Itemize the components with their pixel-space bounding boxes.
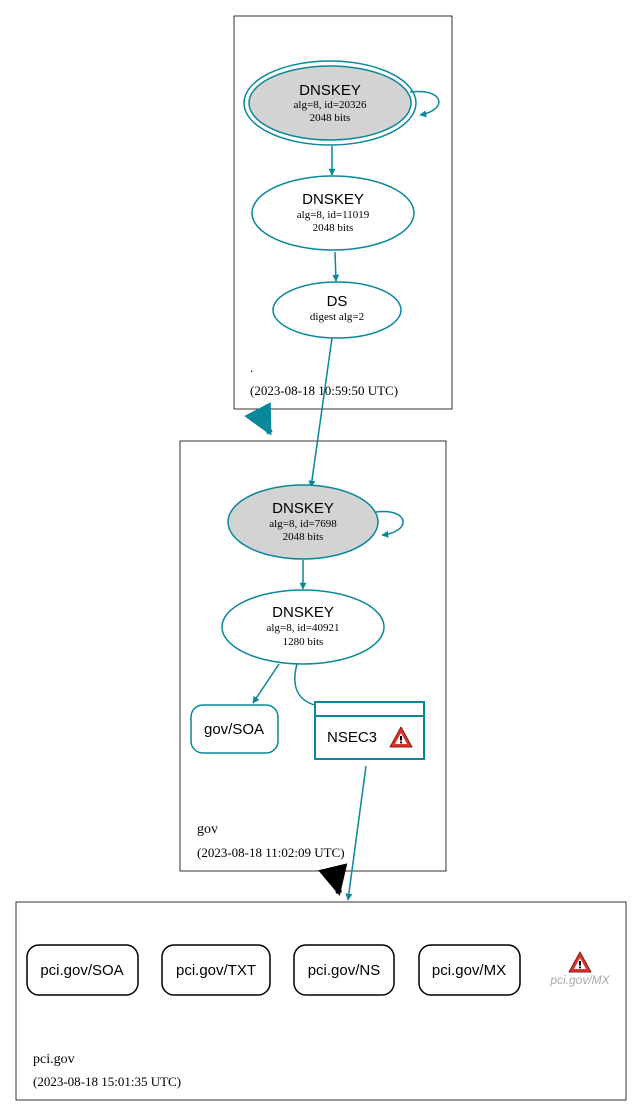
nsec3-node[interactable]: NSEC3 bbox=[314, 701, 425, 760]
root-ksk-title: DNSKEY bbox=[299, 82, 361, 99]
pci-ns-node[interactable]: pci.gov/NS bbox=[293, 944, 395, 996]
zone-pci-gov: pci.gov (2023-08-18 15:01:35 UTC) bbox=[15, 901, 627, 1101]
edge-gov-zsk-to-nsec3 bbox=[294, 663, 327, 711]
root-zsk-title: DNSKEY bbox=[302, 191, 364, 208]
zone-gov-name: gov bbox=[197, 822, 218, 837]
edge-root-ksk-self bbox=[409, 90, 440, 118]
warning-icon bbox=[389, 726, 413, 748]
warning-icon bbox=[568, 951, 592, 973]
gov-ksk-node[interactable]: DNSKEY alg=8, id=7698 2048 bits bbox=[227, 484, 379, 560]
zone-gov-timestamp: (2023-08-18 11:02:09 UTC) bbox=[197, 845, 345, 860]
gov-ds-line1: digest alg=2 bbox=[310, 311, 364, 323]
edge-nsec3-to-pci bbox=[345, 765, 367, 901]
pci-mx-node[interactable]: pci.gov/MX bbox=[418, 944, 521, 996]
gov-ksk-line1: alg=8, id=7698 bbox=[269, 518, 337, 530]
gov-ds-node[interactable]: DS digest alg=2 bbox=[272, 281, 402, 339]
gov-zsk-line1: alg=8, id=40921 bbox=[267, 622, 340, 634]
gov-soa-label: gov/SOA bbox=[204, 721, 264, 738]
gov-ksk-title: DNSKEY bbox=[272, 500, 334, 517]
zone-pci-name: pci.gov bbox=[33, 1052, 75, 1067]
root-ksk-line2: 2048 bits bbox=[310, 112, 351, 124]
zone-root-name: . bbox=[250, 360, 253, 375]
edge-gov-ksk-self bbox=[375, 510, 404, 538]
gov-zsk-node[interactable]: DNSKEY alg=8, id=40921 1280 bits bbox=[221, 589, 385, 665]
edges bbox=[252, 90, 440, 901]
pci-mx-ghost-node[interactable]: pci.gov/MX bbox=[549, 951, 611, 987]
edge-ds-to-gov-ksk bbox=[308, 337, 333, 488]
gov-soa-node[interactable]: gov/SOA bbox=[190, 704, 279, 754]
delegation-gov-to-pci bbox=[318, 863, 348, 896]
root-zsk-line1: alg=8, id=11019 bbox=[297, 209, 370, 221]
edge-root-zsk-to-ds bbox=[332, 251, 340, 282]
pci-txt-node[interactable]: pci.gov/TXT bbox=[161, 944, 271, 996]
gov-ksk-line2: 2048 bits bbox=[283, 531, 324, 543]
pci-ns-label: pci.gov/NS bbox=[308, 962, 381, 979]
pci-soa-node[interactable]: pci.gov/SOA bbox=[26, 944, 139, 996]
gov-ds-title: DS bbox=[327, 293, 348, 310]
pci-soa-label: pci.gov/SOA bbox=[40, 962, 123, 979]
delegation-root-to-gov bbox=[244, 402, 273, 436]
pci-mx-label: pci.gov/MX bbox=[432, 962, 506, 979]
zone-gov: gov (2023-08-18 11:02:09 UTC) bbox=[179, 440, 447, 872]
pci-txt-label: pci.gov/TXT bbox=[176, 962, 256, 979]
root-ksk-node[interactable]: DNSKEY alg=8, id=20326 2048 bits bbox=[243, 60, 417, 146]
nsec3-label: NSEC3 bbox=[327, 729, 377, 746]
edge-gov-zsk-to-soa bbox=[252, 663, 280, 704]
pci-mx-ghost-label: pci.gov/MX bbox=[549, 973, 610, 987]
gov-zsk-line2: 1280 bits bbox=[283, 636, 324, 648]
zone-pci-timestamp: (2023-08-18 15:01:35 UTC) bbox=[33, 1074, 181, 1089]
root-zsk-node[interactable]: DNSKEY alg=8, id=11019 2048 bits bbox=[251, 175, 415, 251]
root-ksk-line1: alg=8, id=20326 bbox=[294, 99, 367, 111]
gov-zsk-title: DNSKEY bbox=[272, 604, 334, 621]
root-zsk-line2: 2048 bits bbox=[313, 222, 354, 234]
